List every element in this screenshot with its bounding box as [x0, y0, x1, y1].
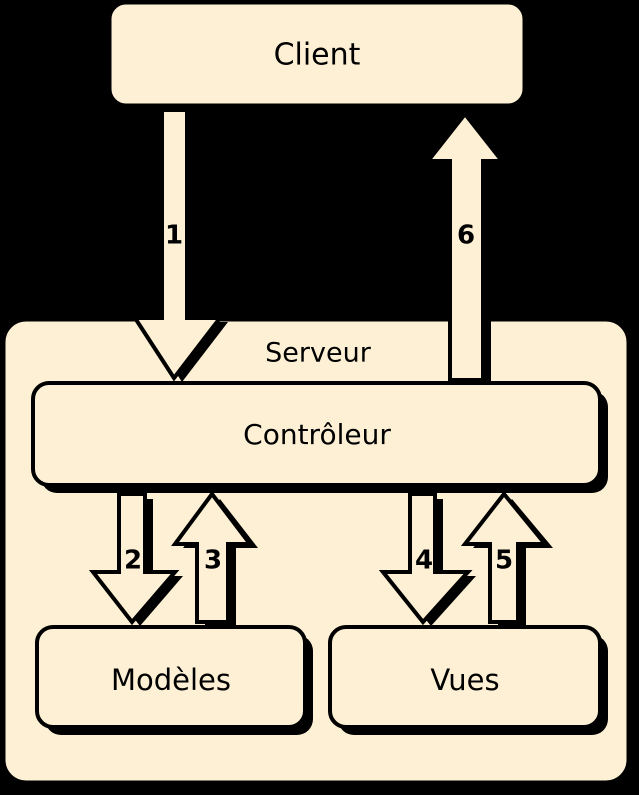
arrow-5-step-label: 5 [495, 546, 513, 576]
arrow-2-body [88, 492, 180, 626]
modeles-box [35, 625, 307, 729]
arrow-6[interactable] [423, 110, 510, 386]
arrow-2[interactable] [88, 492, 183, 626]
node-vues[interactable] [328, 625, 608, 735]
arrow-5[interactable] [460, 490, 553, 626]
arrow-1-body [131, 108, 225, 382]
arrow-2-step-label: 2 [124, 546, 142, 576]
arrow-1[interactable] [131, 108, 228, 382]
arrow-1-step-label: 1 [165, 221, 183, 251]
node-controleur[interactable] [31, 381, 608, 493]
controleur-box [31, 381, 602, 487]
vues-box [328, 625, 602, 729]
client-box [111, 4, 523, 104]
node-modeles[interactable] [35, 625, 313, 735]
arrow-5-body [460, 490, 550, 624]
arrow-6-body [423, 110, 507, 382]
arrow-4-body [378, 492, 473, 626]
serveur-label: Serveur [265, 338, 372, 369]
arrow-4[interactable] [378, 492, 476, 626]
node-client[interactable] [111, 4, 523, 104]
arrow-6-step-label: 6 [457, 221, 475, 251]
arrow-3[interactable] [171, 490, 258, 626]
arrow-3-step-label: 3 [204, 546, 222, 576]
arrow-4-step-label: 4 [415, 546, 433, 576]
modeles-label: Modèles [111, 663, 231, 697]
client-label: Client [274, 38, 361, 73]
controleur-label: Contrôleur [243, 418, 391, 451]
vues-label: Vues [430, 663, 499, 697]
arrow-3-body [171, 490, 255, 624]
